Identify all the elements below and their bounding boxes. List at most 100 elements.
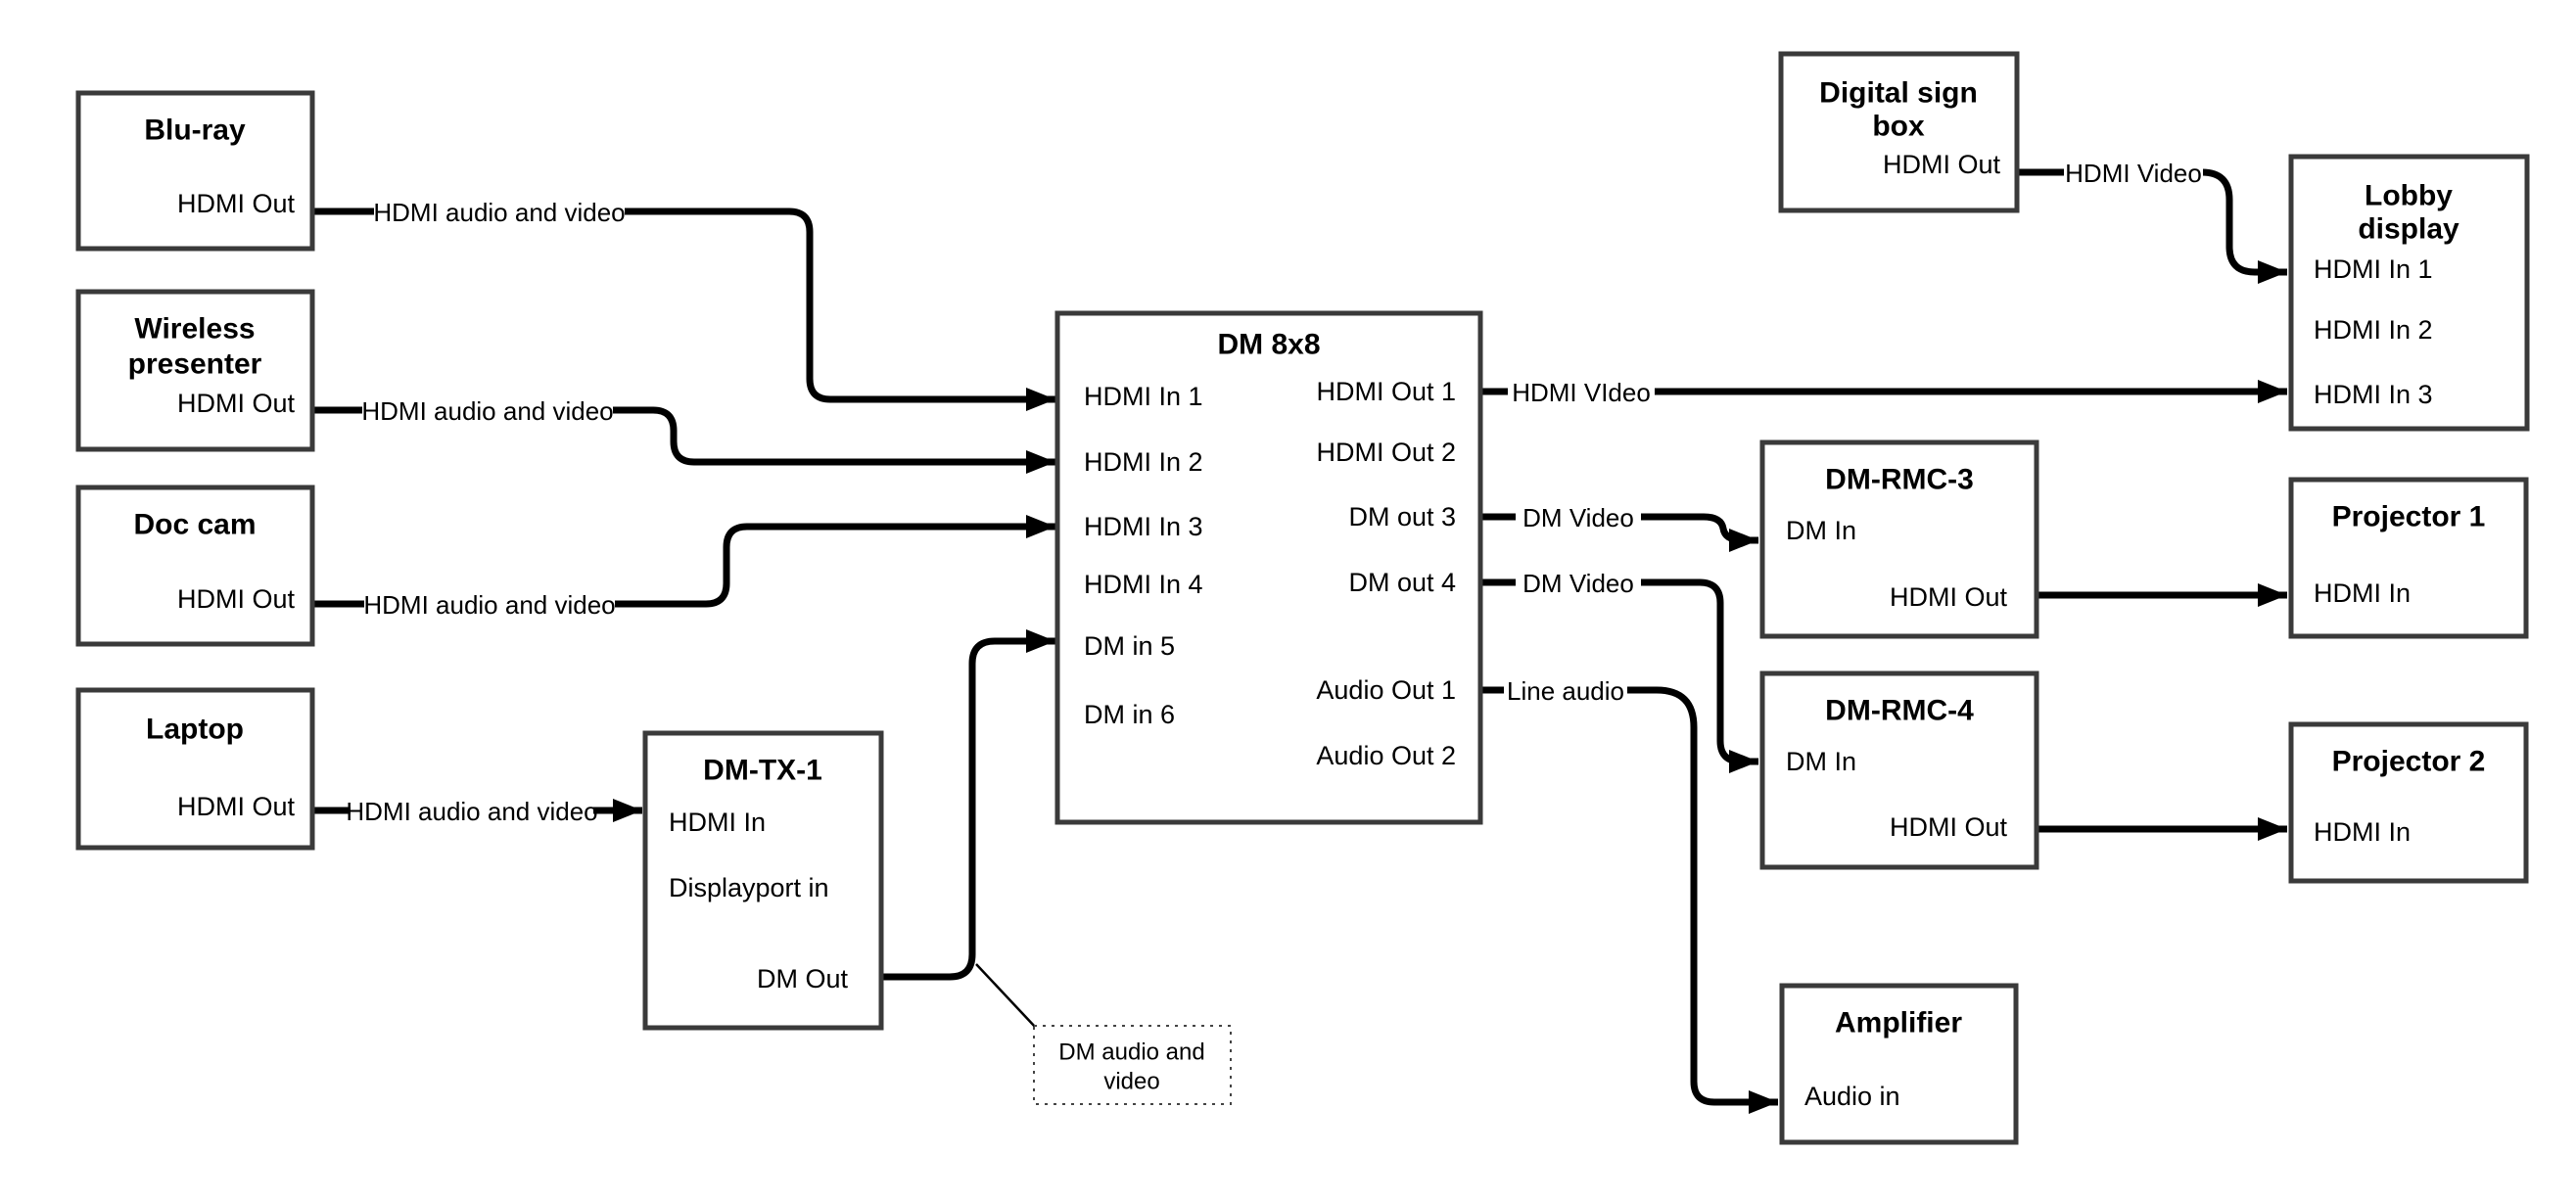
- dmtx1-title: DM-TX-1: [703, 755, 822, 787]
- edge-label-bg: [1508, 375, 1655, 408]
- digital-sign-box: [1778, 51, 2020, 213]
- annotation-text-line2: video: [1103, 1069, 1159, 1095]
- dmrmc4-box: [1759, 670, 2039, 870]
- edge-label-bg: [362, 393, 613, 427]
- node-dmrmc3: DM-RMC-3 DM In HDMI Out: [1759, 439, 2039, 639]
- node-lobby-display: Lobby display HDMI In 1 HDMI In 2 HDMI I…: [2288, 154, 2530, 432]
- node-digital-sign-box: Digital sign box HDMI Out: [1778, 51, 2020, 213]
- laptop-box: [75, 687, 315, 851]
- dmrmc3-port-hdmi-out: HDMI Out: [1890, 582, 2008, 612]
- edge-label-doccam: HDMI audio and video: [363, 590, 615, 620]
- lobby-port-hdmi-in-3: HDMI In 3: [2314, 380, 2433, 409]
- dm8x8-port-hdmi-in-1: HDMI In 1: [1084, 382, 1203, 411]
- lobby-box: [2288, 154, 2530, 432]
- edge-dmtx1-to-dm8x8-in5: [881, 629, 1055, 981]
- digital-sign-title-line1: Digital sign: [1819, 77, 1978, 110]
- dmrmc3-port-dm-in: DM In: [1786, 516, 1856, 545]
- bluray-title: Blu-ray: [144, 115, 246, 147]
- digital-sign-title-line2: box: [1872, 111, 1925, 143]
- amplifier-box: [1779, 983, 2019, 1145]
- dmtx1-port-dm-out: DM Out: [757, 964, 849, 993]
- dm8x8-port-hdmi-out-2: HDMI Out 2: [1316, 438, 1456, 467]
- edge-label-bg: [1516, 500, 1641, 533]
- bluray-port-hdmi-out: HDMI Out: [177, 189, 296, 218]
- dmrmc4-title: DM-RMC-4: [1825, 695, 1974, 727]
- node-amplifier: Amplifier Audio in: [1779, 983, 2019, 1145]
- edge-label-bg: [1516, 566, 1641, 599]
- dm8x8-title: DM 8x8: [1217, 329, 1320, 361]
- node-projector2: Projector 2 HDMI In: [2288, 721, 2529, 884]
- node-laptop: Laptop HDMI Out: [75, 687, 315, 851]
- edge-label-sign-lobby: HDMI Video: [2065, 159, 2202, 188]
- doccam-title: Doc cam: [133, 509, 256, 541]
- dm8x8-port-hdmi-in-4: HDMI In 4: [1084, 570, 1203, 599]
- dm8x8-port-hdmi-in-3: HDMI In 3: [1084, 512, 1203, 541]
- wireless-box: [75, 289, 315, 452]
- bluray-box: [75, 90, 315, 252]
- edge-label-hdmi-out1: HDMI VIdeo: [1512, 378, 1651, 407]
- wireless-title-line2: presenter: [128, 348, 262, 381]
- edge-sign-to-lobby-in1: [2017, 168, 2287, 284]
- lobby-port-hdmi-in-1: HDMI In 1: [2314, 254, 2433, 284]
- dm8x8-port-audio-out-1: Audio Out 1: [1316, 675, 1456, 705]
- node-wireless-presenter: Wireless presenter HDMI Out: [75, 289, 315, 452]
- annotation-callout-line: [975, 963, 1037, 1029]
- edge-label-bg: [1504, 673, 1627, 707]
- dmtx1-box: [642, 730, 884, 1031]
- edge-label-bg: [351, 794, 593, 827]
- projector2-port-hdmi-in: HDMI In: [2314, 817, 2411, 847]
- node-dmtx1: DM-TX-1 HDMI In Displayport in DM Out: [642, 730, 884, 1031]
- node-dm8x8: DM 8x8 HDMI In 1 HDMI In 2 HDMI In 3 HDM…: [1054, 310, 1483, 825]
- dm8x8-port-dm-in-5: DM in 5: [1084, 631, 1175, 661]
- wireless-port-hdmi-out: HDMI Out: [177, 389, 296, 418]
- edge-label-bg: [364, 587, 615, 621]
- annotation-dm-audio-video: DM audio and video: [1033, 1025, 1232, 1105]
- amplifier-title: Amplifier: [1835, 1007, 1962, 1039]
- edge-label-bluray: HDMI audio and video: [373, 198, 625, 227]
- dmtx1-port-hdmi-in: HDMI In: [669, 808, 766, 837]
- projector1-title: Projector 1: [2332, 501, 2486, 533]
- laptop-port-hdmi-out: HDMI Out: [177, 792, 296, 821]
- edge-label-bg: [2064, 156, 2203, 189]
- projector2-title: Projector 2: [2332, 746, 2486, 778]
- node-doccam: Doc cam HDMI Out: [75, 485, 315, 647]
- edge-labels: HDMI audio and video HDMI audio and vide…: [346, 156, 2203, 827]
- dm8x8-port-hdmi-out-1: HDMI Out 1: [1316, 377, 1456, 406]
- dm8x8-port-dm-out-4: DM out 4: [1348, 568, 1456, 597]
- node-dmrmc4: DM-RMC-4 DM In HDMI Out: [1759, 670, 2039, 870]
- dm8x8-port-dm-in-6: DM in 6: [1084, 700, 1175, 729]
- dmrmc3-title: DM-RMC-3: [1825, 464, 1974, 496]
- dm8x8-box: [1054, 310, 1483, 825]
- node-projector1: Projector 1 HDMI In: [2288, 477, 2529, 639]
- edge-label-dm-out3: DM Video: [1522, 503, 1634, 532]
- doccam-box: [75, 485, 315, 647]
- projector1-box: [2288, 477, 2529, 639]
- dm8x8-port-hdmi-in-2: HDMI In 2: [1084, 447, 1203, 477]
- node-bluray: Blu-ray HDMI Out: [75, 90, 315, 252]
- edge-doccam-to-dm8x8-in3: [312, 515, 1055, 608]
- edge-label-wireless: HDMI audio and video: [361, 396, 613, 426]
- projector2-box: [2288, 721, 2529, 884]
- dmrmc4-port-dm-in: DM In: [1786, 747, 1856, 776]
- dmrmc4-port-hdmi-out: HDMI Out: [1890, 812, 2008, 842]
- edge-bluray-to-dm8x8-in1: [312, 208, 1055, 411]
- dm8x8-port-audio-out-2: Audio Out 2: [1316, 741, 1456, 770]
- annotation-box: [1033, 1025, 1232, 1105]
- lobby-title-line1: Lobby: [2365, 180, 2453, 212]
- edge-dm8x8-out3-to-dmrmc3: [1480, 513, 1758, 552]
- edge-wireless-to-dm8x8-in2: [312, 406, 1055, 474]
- projector1-port-hdmi-in: HDMI In: [2314, 578, 2411, 608]
- doccam-port-hdmi-out: HDMI Out: [177, 584, 296, 614]
- dm8x8-port-dm-out-3: DM out 3: [1348, 502, 1456, 531]
- dmrmc3-box: [1759, 439, 2039, 639]
- edge-dm8x8-audio1-to-amp: [1480, 686, 1778, 1114]
- edge-label-audio-out1: Line audio: [1507, 676, 1624, 706]
- edge-label-dm-out4: DM Video: [1522, 569, 1634, 598]
- lobby-title-line2: display: [2358, 213, 2459, 246]
- edge-label-bg: [374, 195, 625, 228]
- wireless-title-line1: Wireless: [134, 313, 255, 346]
- annotation-text-line1: DM audio and: [1058, 1039, 1204, 1066]
- lobby-port-hdmi-in-2: HDMI In 2: [2314, 315, 2433, 345]
